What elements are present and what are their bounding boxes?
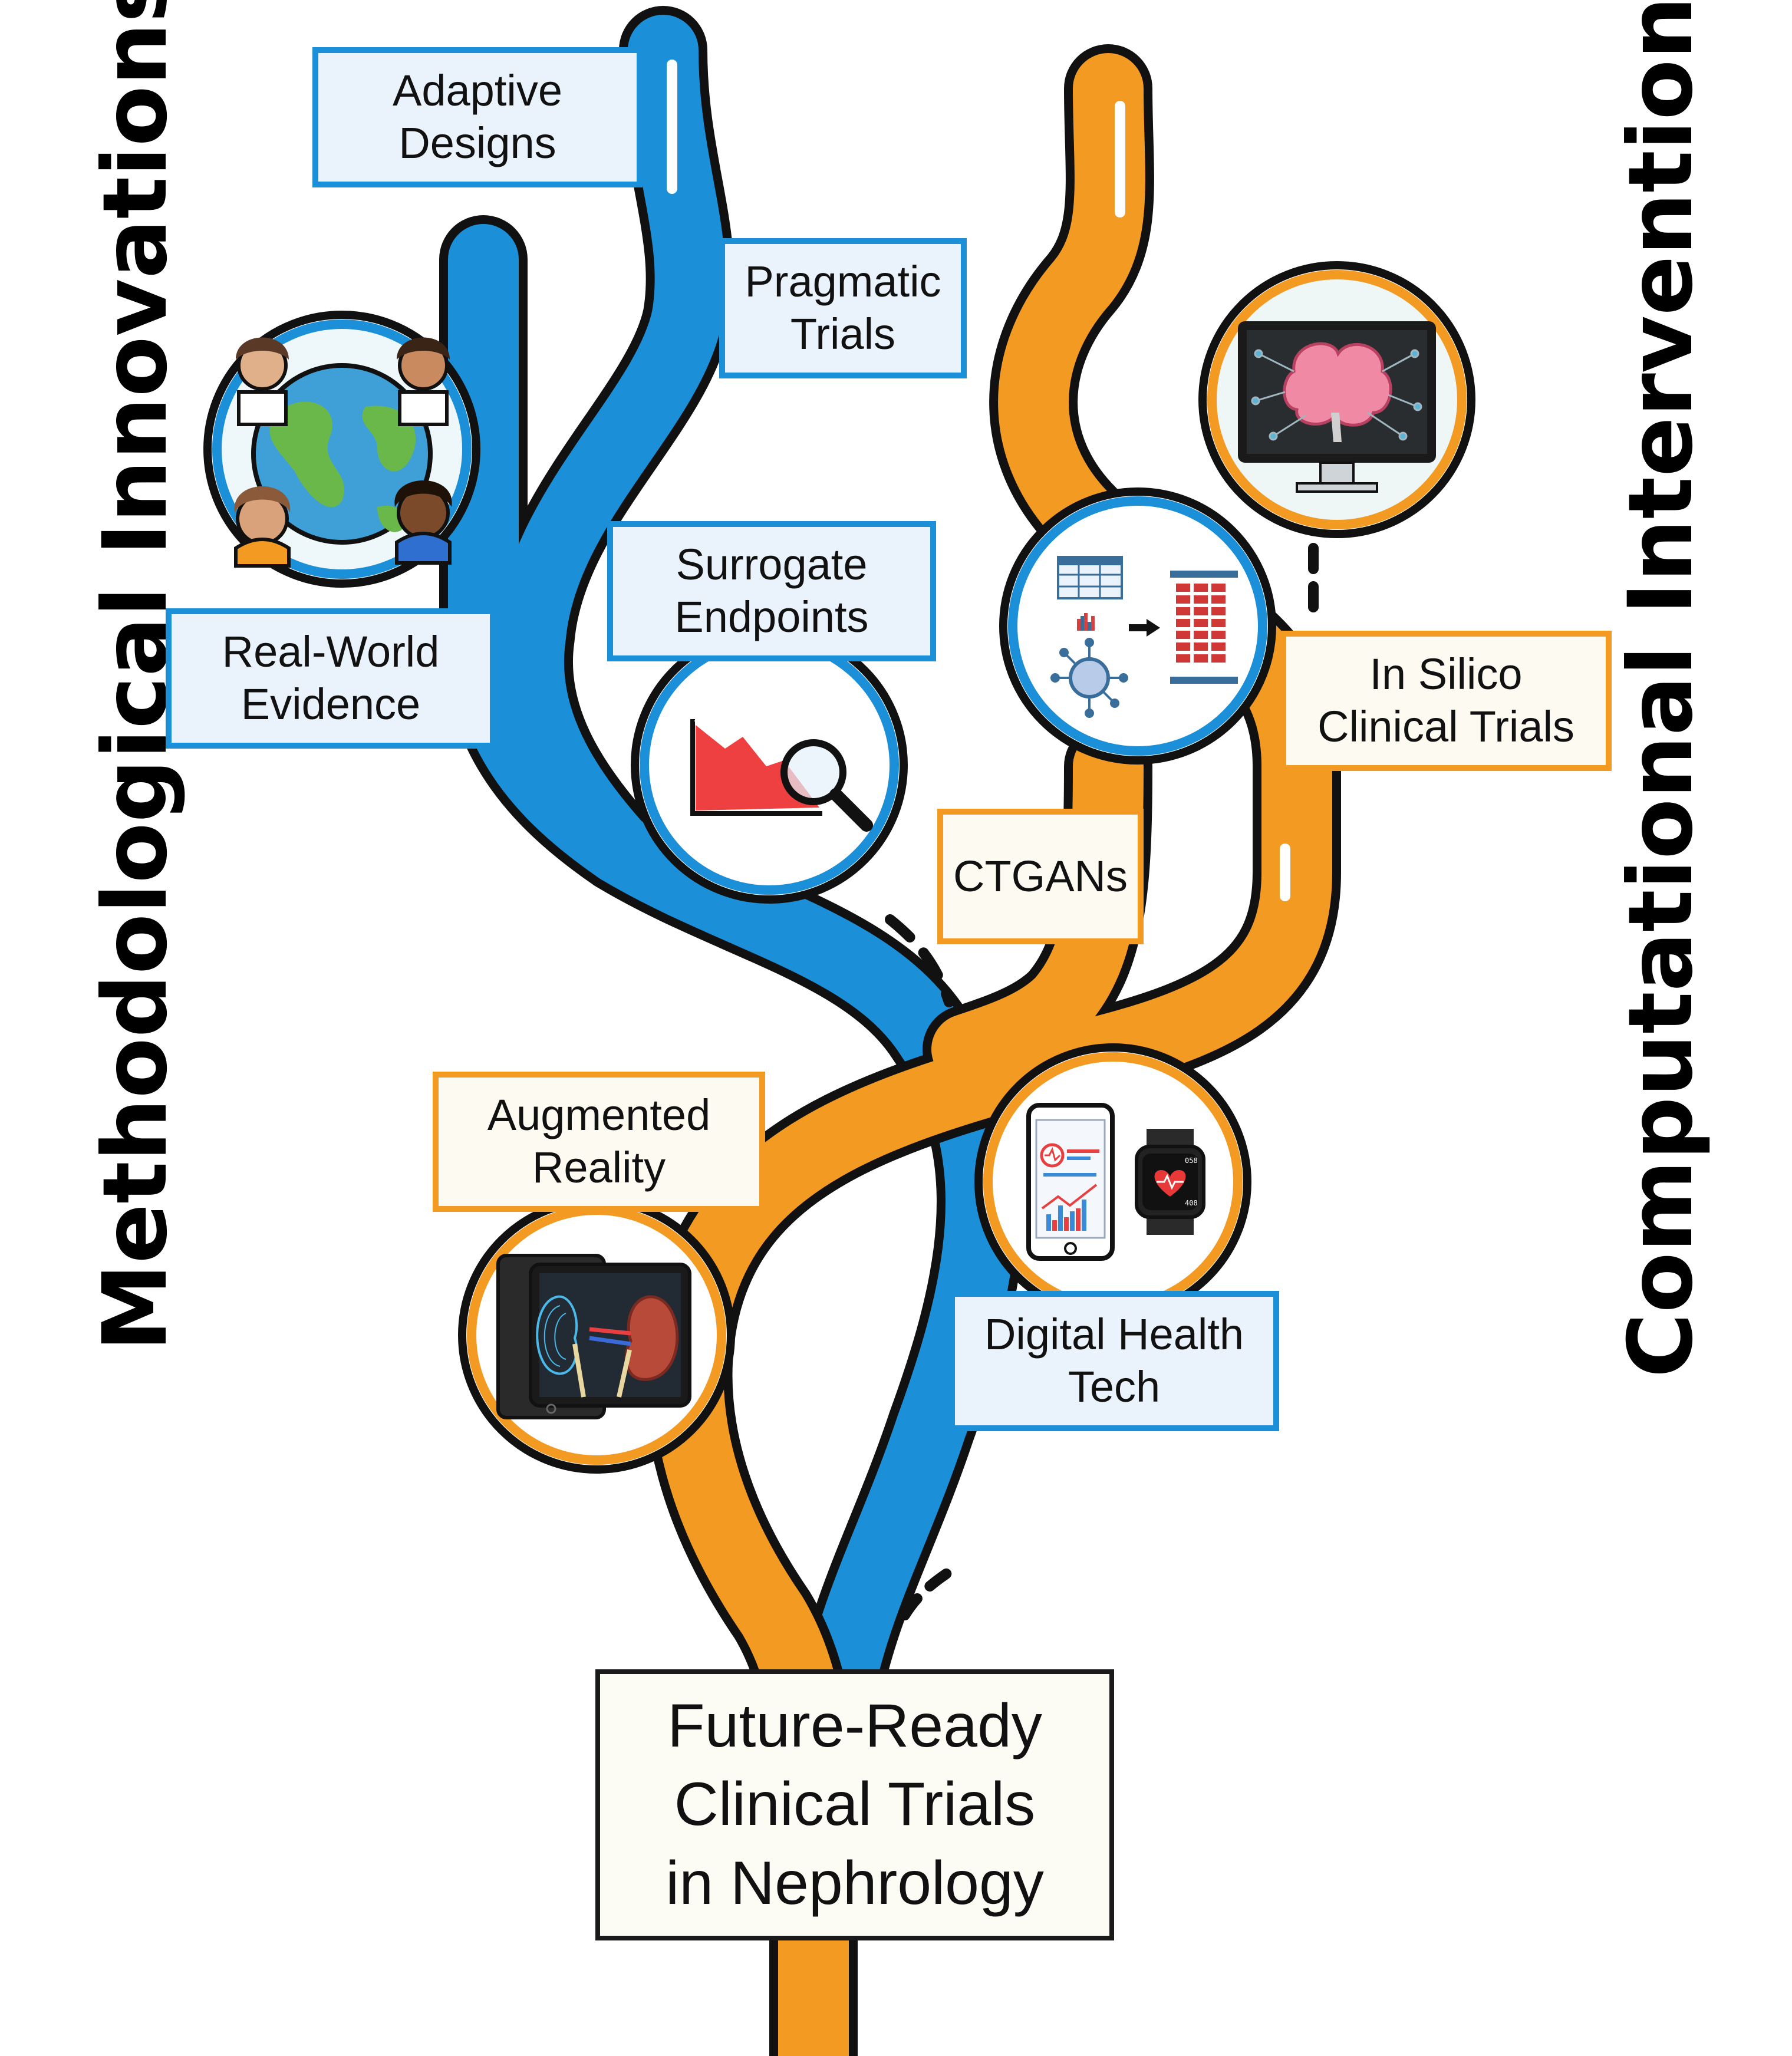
real-world-evidence-label: Real-World Evidence — [166, 608, 496, 749]
pragmatic-trials-label: Pragmatic Trials — [719, 238, 967, 378]
globe-people-icon — [203, 311, 480, 588]
augmented-reality-label: Augmented Reality — [433, 1072, 765, 1212]
brain-computer-icon — [1198, 261, 1475, 538]
right-title: Computational Interventions — [1610, 0, 1712, 1378]
tablet-kidney-icon — [458, 1197, 735, 1474]
surrogate-endpoints-label: Surrogate Endpoints — [607, 521, 936, 661]
orange-branches — [644, 44, 1341, 2056]
in-silico-trials-label: In Silico Clinical Trials — [1280, 631, 1612, 771]
root-box: Future-Ready Clinical Trials in Nephrolo… — [595, 1669, 1114, 1940]
digital-health-tech-label: Digital Health Tech — [949, 1291, 1279, 1431]
data-network-to-matrix-icon — [999, 487, 1276, 765]
watch-readout-bottom: 408 — [1185, 1199, 1198, 1207]
declining-chart-magnifier-icon — [631, 627, 908, 904]
adaptive-designs-label: Adaptive Designs — [312, 47, 643, 187]
ctgans-label: CTGANs — [937, 809, 1144, 944]
watch-readout-top: 058 — [1185, 1156, 1198, 1165]
smartphone-smartwatch-icon: 058 408 — [974, 1043, 1251, 1320]
